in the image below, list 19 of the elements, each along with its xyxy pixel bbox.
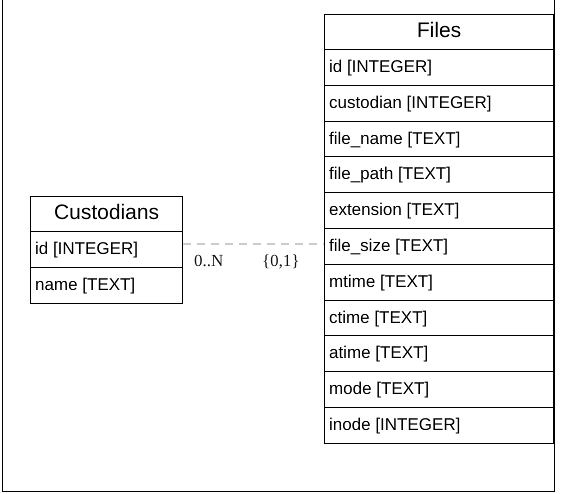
table-field: inode [INTEGER] bbox=[325, 406, 553, 443]
cardinality-label: {0,1} bbox=[262, 251, 300, 271]
table-field: id [INTEGER] bbox=[325, 49, 553, 85]
table-field: file_name [TEXT] bbox=[325, 120, 553, 156]
table-field: id [INTEGER] bbox=[31, 231, 182, 267]
table-field: name [TEXT] bbox=[31, 267, 182, 303]
table-field: file_path [TEXT] bbox=[325, 156, 553, 192]
table-field: mtime [TEXT] bbox=[325, 264, 553, 300]
table-title: Custodians bbox=[52, 200, 160, 226]
table-field: file_size [TEXT] bbox=[325, 228, 553, 264]
cardinality-label: 0..N bbox=[194, 251, 224, 271]
entity-table bbox=[324, 14, 554, 444]
table-field: extension [TEXT] bbox=[325, 192, 553, 228]
table-title: Files bbox=[416, 18, 462, 44]
table-field: ctime [TEXT] bbox=[325, 300, 553, 336]
table-field: custodian [INTEGER] bbox=[325, 84, 553, 121]
table-field: atime [TEXT] bbox=[325, 335, 553, 372]
table-field: mode [TEXT] bbox=[325, 371, 553, 407]
entity-table bbox=[30, 196, 183, 304]
